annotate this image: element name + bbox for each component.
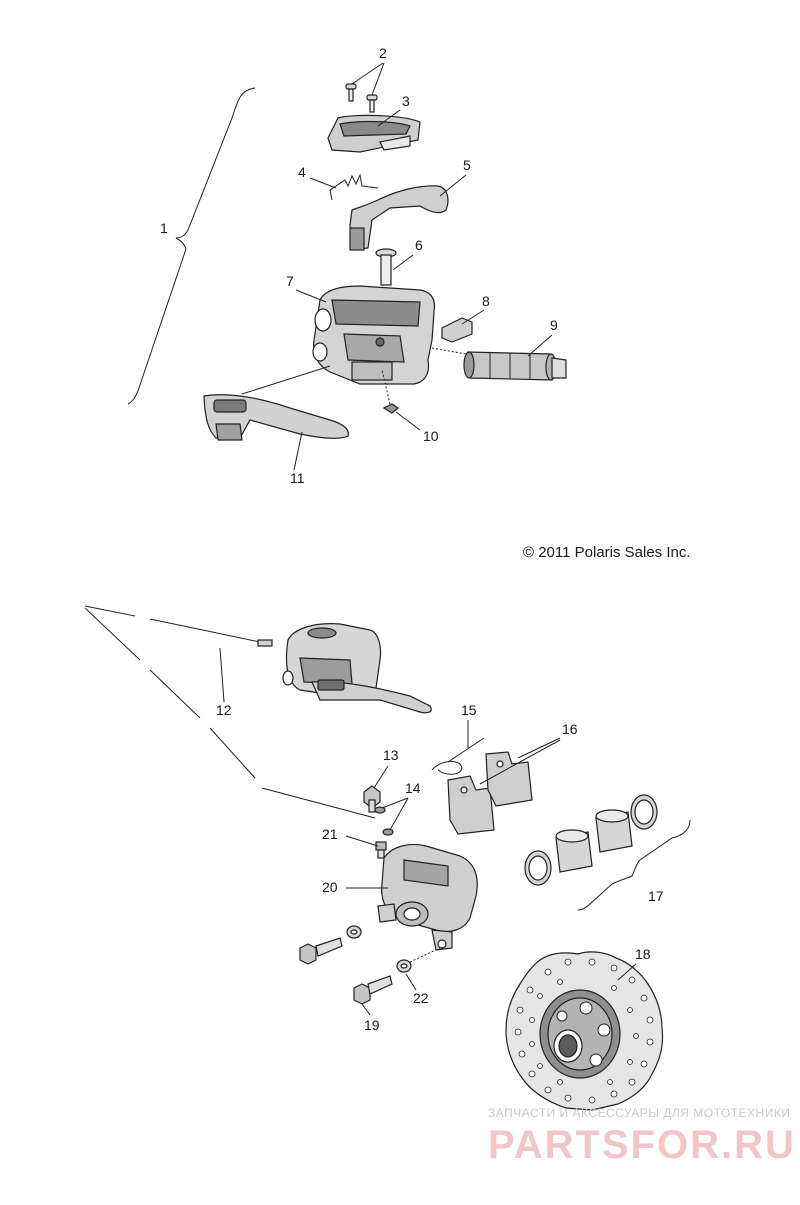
callout-6: 6: [415, 237, 423, 253]
brake-disc-part: [505, 951, 664, 1111]
callout-20: 20: [322, 879, 338, 895]
washer-part: [396, 959, 412, 973]
watermark-tagline: ЗАПЧАСТИ И АКСЕССУАРЫ ДЛЯ МОТОТЕХНИКИ: [488, 1106, 790, 1120]
callout-7: 7: [286, 273, 294, 289]
callout-21: 21: [322, 826, 338, 842]
clip-part: [441, 317, 473, 343]
brake-pads-part: [447, 751, 533, 835]
brake-lever-part: [203, 394, 349, 441]
copyright-text: © 2011 Polaris Sales Inc.: [523, 544, 691, 561]
callout-5: 5: [463, 157, 471, 173]
callout-13: 13: [383, 747, 399, 763]
reservoir-cover-part: [327, 114, 421, 153]
master-cylinder-body-part: [312, 285, 436, 385]
callout-16: 16: [562, 721, 578, 737]
pivot-pin-part: [375, 248, 397, 286]
screw-part: [345, 83, 378, 113]
callout-2: 2: [379, 45, 387, 61]
nut-part: [382, 403, 400, 414]
callout-4: 4: [298, 164, 306, 180]
callout-3: 3: [402, 93, 410, 109]
callout-9: 9: [550, 317, 558, 333]
lever-lock-part: [349, 185, 449, 251]
watermark-brand: PARTSFOR.RU: [488, 1123, 796, 1167]
master-cylinder-assembly-part: [282, 623, 432, 714]
callout-11: 11: [290, 470, 305, 486]
callout-17: 17: [648, 888, 664, 904]
caliper-body-part: [377, 843, 478, 951]
callout-1: 1: [160, 220, 168, 236]
pistons-seals-part: [524, 794, 658, 886]
banjo-bolt-part: [363, 785, 381, 813]
sealing-washers-part: [374, 806, 394, 836]
bleeder-valve-part: [375, 841, 387, 859]
callout-14: 14: [405, 780, 421, 796]
assembly-bracket: [127, 87, 256, 405]
pistons-bracket: [577, 819, 691, 911]
brake-line-part: [84, 605, 376, 819]
spring-part: [329, 173, 379, 201]
caliper-bolts-part: [299, 925, 393, 1005]
callout-12: 12: [216, 702, 232, 718]
callout-18: 18: [635, 946, 651, 962]
callout-15: 15: [461, 702, 477, 718]
piston-grip-part: [463, 351, 567, 381]
pin-clip-part: [431, 737, 485, 775]
callout-10: 10: [423, 428, 439, 444]
callout-22: 22: [413, 990, 429, 1006]
callout-8: 8: [482, 293, 490, 309]
callout-19: 19: [364, 1017, 380, 1033]
